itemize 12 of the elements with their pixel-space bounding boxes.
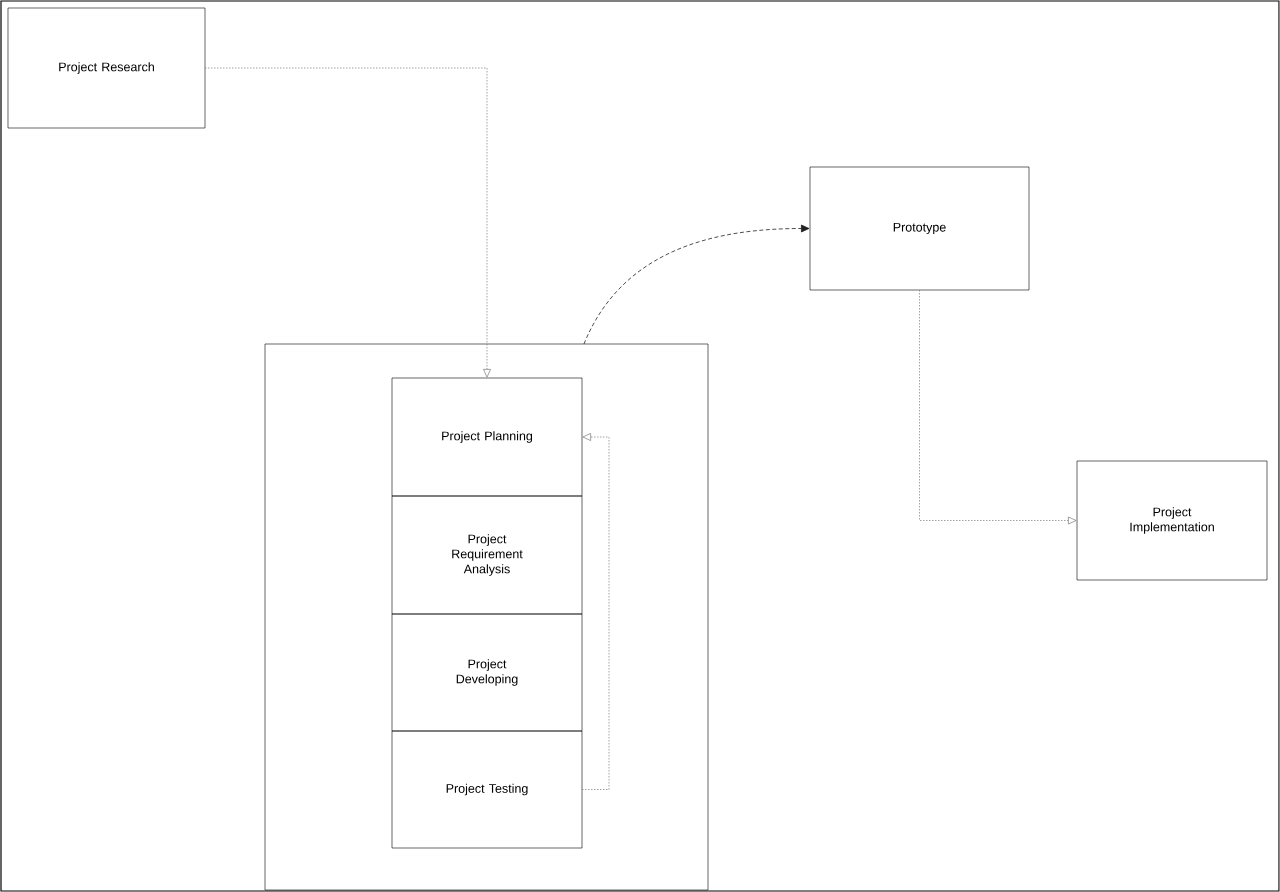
- process-box: Project Implementation: [1076, 460, 1268, 581]
- stage-box: Project Planning: [391, 377, 583, 497]
- arrow: [581, 433, 610, 790]
- process-box: Prototype: [809, 166, 1030, 291]
- process-box: Project Research: [7, 7, 206, 129]
- arrow: [919, 289, 1077, 525]
- stage-box: Project Testing: [391, 730, 583, 849]
- arrow: [583, 224, 810, 345]
- arrow: [204, 67, 491, 378]
- group-frame: [264, 343, 709, 891]
- stage-box: Project Developing: [391, 613, 583, 732]
- stage-box: Project Requirement Analysis: [391, 495, 583, 615]
